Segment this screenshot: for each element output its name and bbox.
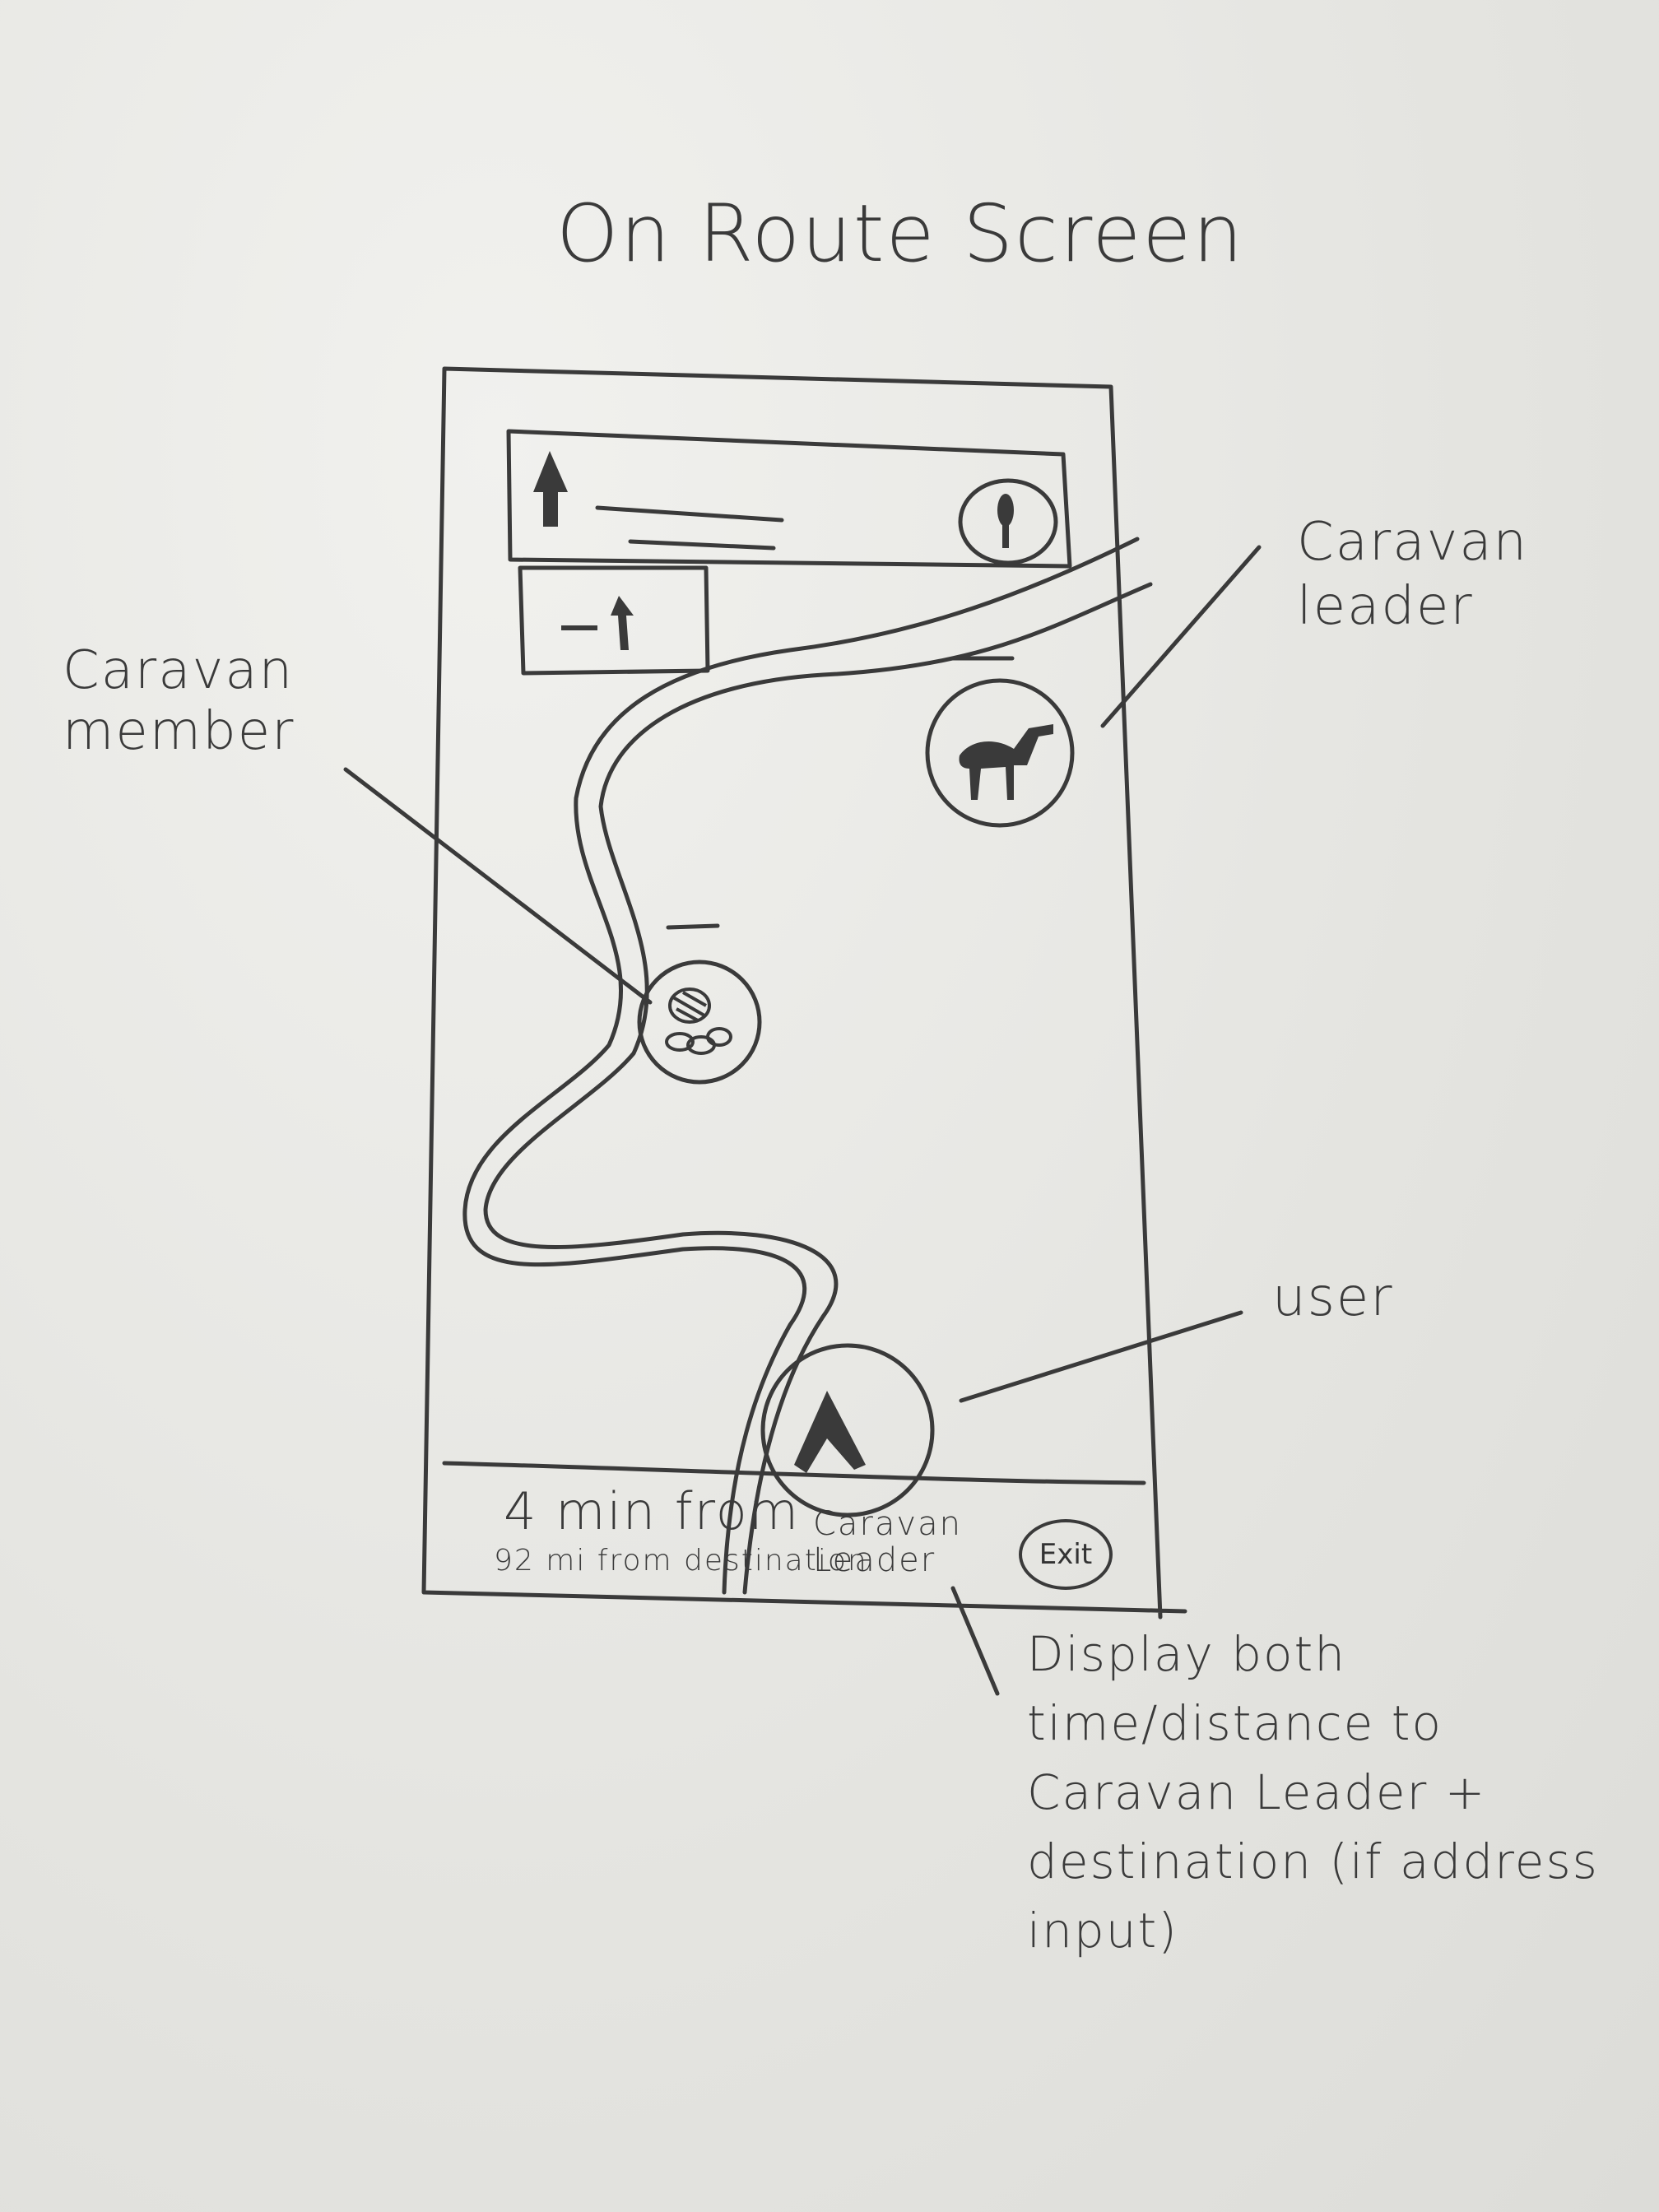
user-pointer-line	[959, 1310, 1243, 1403]
rock-icon	[668, 988, 711, 1024]
caravan-member-annotation: Caravan member	[63, 640, 295, 762]
camel-icon	[959, 724, 1053, 800]
display-note-annotation: Display both time/distance to Caravan Le…	[1027, 1626, 1599, 1959]
exit-button[interactable]: Exit	[1019, 1519, 1113, 1590]
user-marker-circle	[760, 1343, 935, 1517]
route-road-left	[462, 537, 1140, 1595]
navigation-arrow-icon	[794, 1391, 866, 1473]
leader-pointer-line	[1100, 545, 1262, 728]
bottom-bar-divider	[442, 1461, 1146, 1485]
distance-to-destination: 92 mi from destination	[494, 1544, 868, 1578]
member-pointer-line	[343, 767, 653, 1005]
caravan-leader-annotation: Caravan leader	[1297, 512, 1529, 637]
caravan-leader-marker-circle	[925, 678, 1075, 828]
turn-left-icon	[611, 596, 634, 650]
caravan-member-marker-circle	[637, 960, 762, 1085]
phone-frame	[421, 366, 1187, 1620]
next-turn-card-outline	[518, 565, 710, 676]
eta-to-leader: 4 min from	[504, 1481, 801, 1541]
route-road-right	[483, 582, 1153, 1595]
microphone-icon	[997, 494, 1014, 527]
display-pointer-line	[950, 1586, 1000, 1696]
user-annotation: user	[1272, 1267, 1394, 1328]
sketch-title: On Route Screen	[556, 188, 1245, 280]
arrow-up-icon	[533, 451, 568, 527]
directions-card-outline	[506, 429, 1072, 569]
microphone-button-outline	[958, 478, 1058, 565]
eta-target-label: Caravan Leader	[813, 1505, 962, 1579]
